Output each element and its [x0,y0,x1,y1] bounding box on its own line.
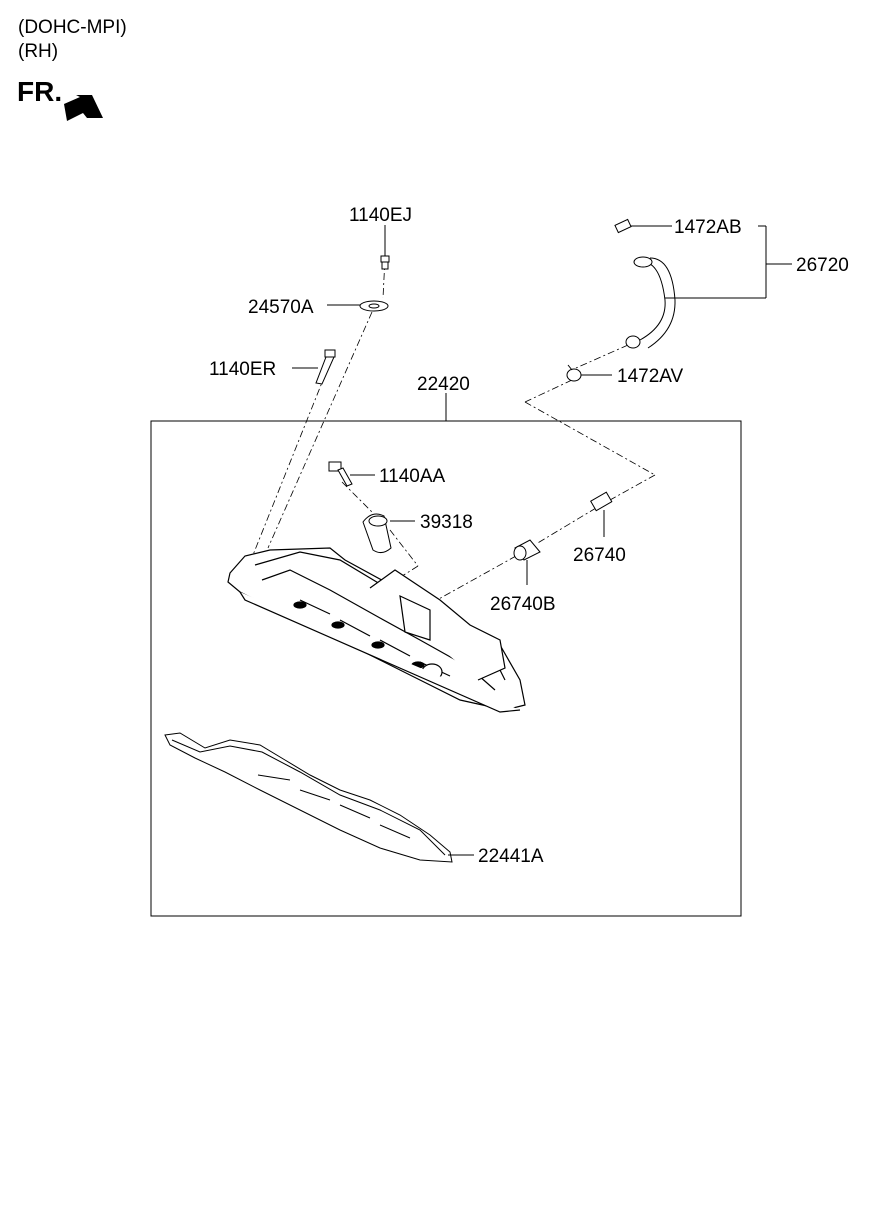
washer-hole [368,303,380,309]
bolt-1140ej-icon [380,255,390,270]
clamp-1472av-icon [566,364,582,382]
part-label-1140aa: 1140AA [379,466,446,487]
front-marker-label: FR. [17,76,63,107]
pcv-valve-26740-icon [590,491,613,512]
part-label-39318: 39318 [420,512,473,533]
part-label-1140ej: 1140EJ [349,205,412,226]
part-label-1472ab: 1472AB [674,217,742,238]
part-label-26720: 26720 [796,255,849,276]
part-label-1472av: 1472AV [617,366,684,387]
bolt-1140er-icon [315,349,336,385]
part-label-26740: 26740 [573,545,626,566]
leader-lines [292,225,792,856]
engine-type-label: (DOHC-MPI) [18,17,127,38]
part-label-24570a: 24570A [248,297,314,318]
front-arrow-icon [64,95,103,121]
hose-26720-icon [625,256,676,349]
gasket-22441a-icon [164,732,453,863]
grommet-26740b-icon [513,539,541,561]
cylinder-head-cover-icon [227,547,526,713]
side-label: (RH) [18,41,59,62]
washer-24570a-icon [359,300,389,312]
seal-39318-icon [362,513,392,554]
clamp-1472ab-icon [614,218,632,234]
part-label-26740b: 26740B [490,594,556,615]
bolt-1140aa-icon [328,461,353,487]
part-label-22441a: 22441A [478,846,544,867]
part-label-1140er: 1140ER [209,359,276,380]
part-label-22420: 22420 [417,374,470,395]
